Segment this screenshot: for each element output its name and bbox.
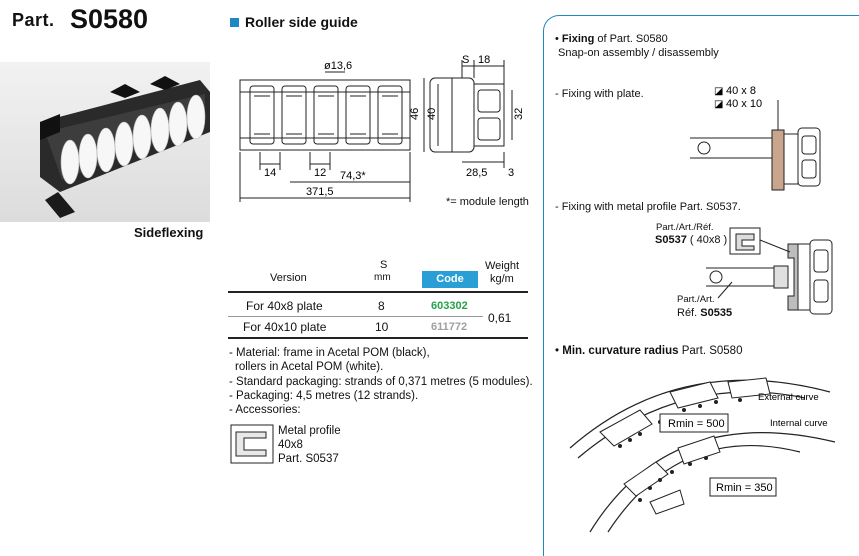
profile-fixing-drawing xyxy=(706,227,833,315)
plate-dim1: 40 x 8 xyxy=(726,85,756,97)
dim-3: 3 xyxy=(508,167,514,179)
row2-version: For 40x10 plate xyxy=(243,320,327,334)
dim-s: S xyxy=(462,54,469,66)
col-weight: Weight xyxy=(485,260,520,272)
fixing-sub: Snap-on assembly / disassembly xyxy=(558,47,719,59)
section-heading: Roller side guide xyxy=(230,14,358,30)
note-material-1: - Material: frame in Acetal POM (black), xyxy=(229,347,430,359)
plate-dim-icon2: ◪ xyxy=(714,99,723,110)
note-packaging-std: - Standard packaging: strands of 0,371 m… xyxy=(229,375,533,388)
product-photo xyxy=(0,62,210,222)
internal-curve-label: Internal curve xyxy=(770,418,828,429)
note-accessories: - Accessories: xyxy=(229,404,301,417)
plate-dim-icon1: ◪ xyxy=(714,86,723,97)
col-s-unit: mm xyxy=(374,272,391,283)
fixing-bold: Fixing xyxy=(561,33,595,45)
module-length-note: *= module length xyxy=(446,196,529,208)
right-panel xyxy=(543,15,859,556)
col-s: S xyxy=(380,259,388,271)
row2-s: 10 xyxy=(375,320,389,334)
rmin-350: Rmin = 350 xyxy=(716,482,773,494)
curvature-heading: • Min. curvature radius Part. S0580 xyxy=(555,345,743,357)
accessory-text: Metal profile 40x8 Part. S0537 xyxy=(278,424,341,466)
table-rule-top xyxy=(228,291,528,293)
dim-40: 40 xyxy=(426,108,438,120)
plate-dim2: 40 x 10 xyxy=(726,98,762,110)
part-code: S0580 xyxy=(70,4,149,34)
part-label: Part. xyxy=(12,10,55,30)
curvature-drawing: Rmin = 500 Rmin = 350 External curve Int… xyxy=(569,377,836,533)
accessory-line3: Part. S0537 xyxy=(278,453,339,465)
bullet-square-icon xyxy=(230,17,239,27)
accessory-line2: 40x8 xyxy=(278,439,303,451)
dim-14: 14 xyxy=(264,167,276,179)
product-caption: Sideflexing xyxy=(134,225,204,240)
curvature-rest: Part. S0580 xyxy=(678,345,743,357)
dim-18: 18 xyxy=(478,54,490,66)
dim-74: 74,3* xyxy=(340,170,366,182)
fixing-with-profile: - Fixing with metal profile Part. S0537. xyxy=(555,201,741,213)
ref2-label: Part./Art. xyxy=(677,294,715,305)
notes-block: - Material: frame in Acetal POM (black),… xyxy=(229,346,533,417)
technical-drawing: ø13,6 14 12 74,3* 371,5 S 18 46 40 32 28… xyxy=(239,54,525,202)
row1-version: For 40x8 plate xyxy=(246,299,323,313)
ref1: S0537 ( 40x8 ) xyxy=(655,234,727,246)
dim-28: 28,5 xyxy=(466,167,487,179)
note-material-2: rollers in Acetal POM (white). xyxy=(235,361,384,374)
fixing-rest: of Part. S0580 xyxy=(594,33,668,45)
col-version: Version xyxy=(270,272,307,284)
dim-46: 46 xyxy=(409,108,421,120)
ref1-size: ( 40x8 ) xyxy=(689,234,728,246)
accessory-line1: Metal profile xyxy=(278,425,341,437)
ref1-label: Part./Art./Réf. xyxy=(656,222,714,233)
ref1-code: S0537 xyxy=(655,234,687,246)
row1-s: 8 xyxy=(378,299,385,313)
table-rule-bottom xyxy=(228,337,528,339)
dim-371: 371,5 xyxy=(306,186,334,198)
section-title: Roller side guide xyxy=(245,14,358,30)
col-code: Code xyxy=(422,271,478,288)
fixing-with-plate: - Fixing with plate. xyxy=(555,88,644,100)
ref2-prefix: Réf. xyxy=(677,307,698,319)
curvature-bold: Min. curvature radius xyxy=(562,345,679,357)
dim-12: 12 xyxy=(314,167,326,179)
note-packaging: - Packaging: 4,5 metres (12 strands). xyxy=(229,389,419,402)
rmin-500: Rmin = 500 xyxy=(668,418,725,430)
fixing-heading: • Fixing of Part. S0580 xyxy=(555,33,668,45)
ref2-code: S0535 xyxy=(700,307,733,319)
col-weight-unit: kg/m xyxy=(490,273,514,285)
plate-fixing-drawing: ◪ 40 x 8 ◪ 40 x 10 xyxy=(690,85,821,191)
row2-code: 611772 xyxy=(431,321,468,333)
metal-profile-icon xyxy=(230,424,274,464)
dim-diameter: ø13,6 xyxy=(324,60,352,72)
row1-code: 603302 xyxy=(431,300,468,312)
ref2: Réf. S0535 xyxy=(677,307,732,319)
dim-32: 32 xyxy=(513,108,525,120)
weight-value: 0,61 xyxy=(488,311,512,325)
external-curve-label: External curve xyxy=(758,392,819,403)
table-rule-mid xyxy=(228,316,483,317)
